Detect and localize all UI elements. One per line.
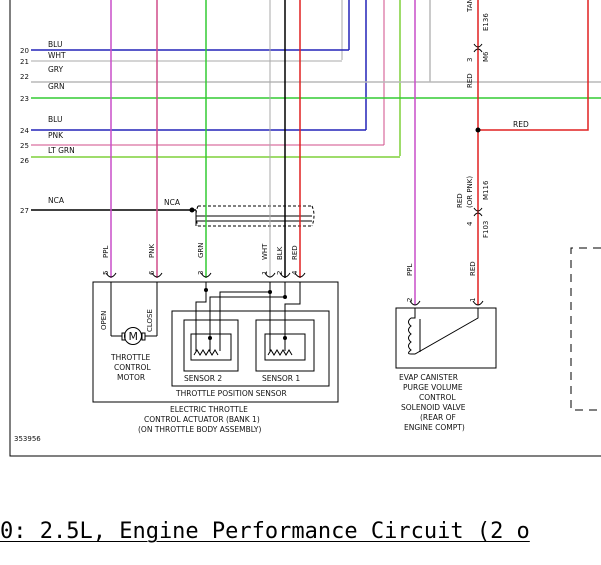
pin-1-color: WHT xyxy=(261,243,269,260)
pin-3: 3 xyxy=(197,271,205,275)
sensor-1-zigzag xyxy=(267,349,293,356)
label-red-mid: RED xyxy=(456,193,464,208)
bus-label-blu: BLU xyxy=(48,40,62,49)
label-pin3: 3 xyxy=(466,58,474,62)
bus-num-25: 25 xyxy=(20,142,29,150)
connector-m116 xyxy=(473,207,483,217)
nca-label: NCA xyxy=(164,198,181,207)
bus-num-23: 23 xyxy=(20,95,29,103)
label-close: CLOSE xyxy=(146,309,154,332)
bus-label-wht: WHT xyxy=(48,51,66,60)
label-actuator-1: ELECTRIC THROTTLE xyxy=(170,405,248,414)
label-pin4: 4 xyxy=(466,221,474,226)
bus-num-22: 22 xyxy=(20,73,29,81)
label-tan: TAN xyxy=(466,0,474,13)
label-open: OPEN xyxy=(100,311,108,330)
pin-1: 1 xyxy=(261,271,269,275)
diagram-frame xyxy=(9,0,601,457)
pin-2-color: BLK xyxy=(276,246,284,260)
nca-splice xyxy=(189,207,195,213)
bus-label-blu-24: BLU xyxy=(48,115,62,124)
label-evap-6: ENGINE COMPT) xyxy=(404,423,465,432)
bus-labels: 20 BLU 21 WHT 22 GRY 23 GRN 24 BLU 25 PN… xyxy=(20,40,75,215)
pin-5: 5 xyxy=(102,271,110,275)
label-evap-4: SOLENOID VALVE xyxy=(401,403,466,412)
red-splice xyxy=(475,127,481,133)
bus-label-gry: GRY xyxy=(48,65,64,74)
evap-pin-1-color: RED xyxy=(469,261,477,276)
label-red-top: RED xyxy=(466,73,474,88)
bus-label-ltgrn: LT GRN xyxy=(48,146,75,155)
sensor-2-box xyxy=(183,319,239,372)
bus-label-pnk: PNK xyxy=(48,131,64,140)
bus-num-21: 21 xyxy=(20,58,29,66)
label-m116: M116 xyxy=(482,180,490,200)
evap-connector-cups xyxy=(409,300,484,306)
pin-4-color: RED xyxy=(291,245,299,260)
label-motor-2: CONTROL xyxy=(114,363,151,372)
label-or-pnk: (OR PNK) xyxy=(466,176,474,208)
evap-pin-1: 1 xyxy=(469,298,477,302)
caption-title: 0: 2.5L, Engine Performance Circuit (2 o xyxy=(0,519,530,544)
label-motor-3: MOTOR xyxy=(117,373,145,382)
pin-6-color: PNK xyxy=(148,244,156,258)
actuator-pin-labels: 5 PPL 6 PNK 3 GRN 1 WHT 2 BLK 4 RED xyxy=(102,242,299,275)
pin-2: 2 xyxy=(276,271,284,275)
evap-lead-r xyxy=(411,308,479,355)
bus-num-24: 24 xyxy=(20,127,29,135)
evap-lead-l xyxy=(411,308,416,319)
label-evap-5: (REAR OF xyxy=(420,413,456,422)
pin-6: 6 xyxy=(148,270,156,275)
throttle-position-sensor-box xyxy=(171,310,330,387)
motor-symbol: M xyxy=(129,330,139,343)
bus-num-26: 26 xyxy=(20,157,29,165)
figure-id: 353956 xyxy=(14,435,41,443)
dashed-component-outline xyxy=(570,247,601,411)
label-sensor2: SENSOR 2 xyxy=(184,374,222,383)
label-red-right: RED xyxy=(513,120,529,129)
label-motor-1: THROTTLE xyxy=(110,353,151,362)
shield-dashed xyxy=(195,205,315,227)
label-evap-2: PURGE VOLUME xyxy=(403,383,463,392)
solenoid-coil-icon xyxy=(408,317,412,355)
sensor-junction-dots xyxy=(204,288,287,340)
pin-3-color: GRN xyxy=(197,242,205,258)
pin-4: 4 xyxy=(291,270,299,275)
label-sensor1: SENSOR 1 xyxy=(262,374,300,383)
bus-label-grn: GRN xyxy=(48,82,65,91)
label-evap-3: CONTROL xyxy=(419,393,456,402)
wire-red-right xyxy=(478,0,589,131)
wiring-diagram: 20 BLU 21 WHT 22 GRY 23 GRN 24 BLU 25 PN… xyxy=(9,0,601,457)
actuator-connector-cups xyxy=(105,272,306,278)
bus-num-27: 27 xyxy=(20,207,29,215)
label-actuator-2: CONTROL ACTUATOR (BANK 1) xyxy=(144,415,260,424)
sensor-internal-wiring xyxy=(195,282,301,351)
label-evap-1: EVAP CANISTER xyxy=(399,373,458,382)
sensor-2-resistor-icon xyxy=(190,333,232,361)
label-f103: F103 xyxy=(482,221,490,238)
evap-pin-2: 2 xyxy=(406,298,414,302)
label-m6: M6 xyxy=(482,51,490,62)
motor-brush-r xyxy=(141,332,146,341)
pin-5-color: PPL xyxy=(102,246,110,258)
label-e136: E136 xyxy=(482,13,490,31)
throttle-actuator-box xyxy=(92,281,339,403)
bus-num-20: 20 xyxy=(20,47,29,55)
evap-solenoid-box xyxy=(395,307,497,369)
motor-icon xyxy=(124,327,142,345)
connector-e136 xyxy=(473,43,483,53)
label-actuator-3: (ON THROTTLE BODY ASSEMBLY) xyxy=(138,425,262,434)
label-tps: THROTTLE POSITION SENSOR xyxy=(175,389,287,398)
sensor-2-zigzag xyxy=(193,349,219,356)
bus-label-nca: NCA xyxy=(48,196,65,205)
evap-pin-2-color: PPL xyxy=(406,264,414,276)
